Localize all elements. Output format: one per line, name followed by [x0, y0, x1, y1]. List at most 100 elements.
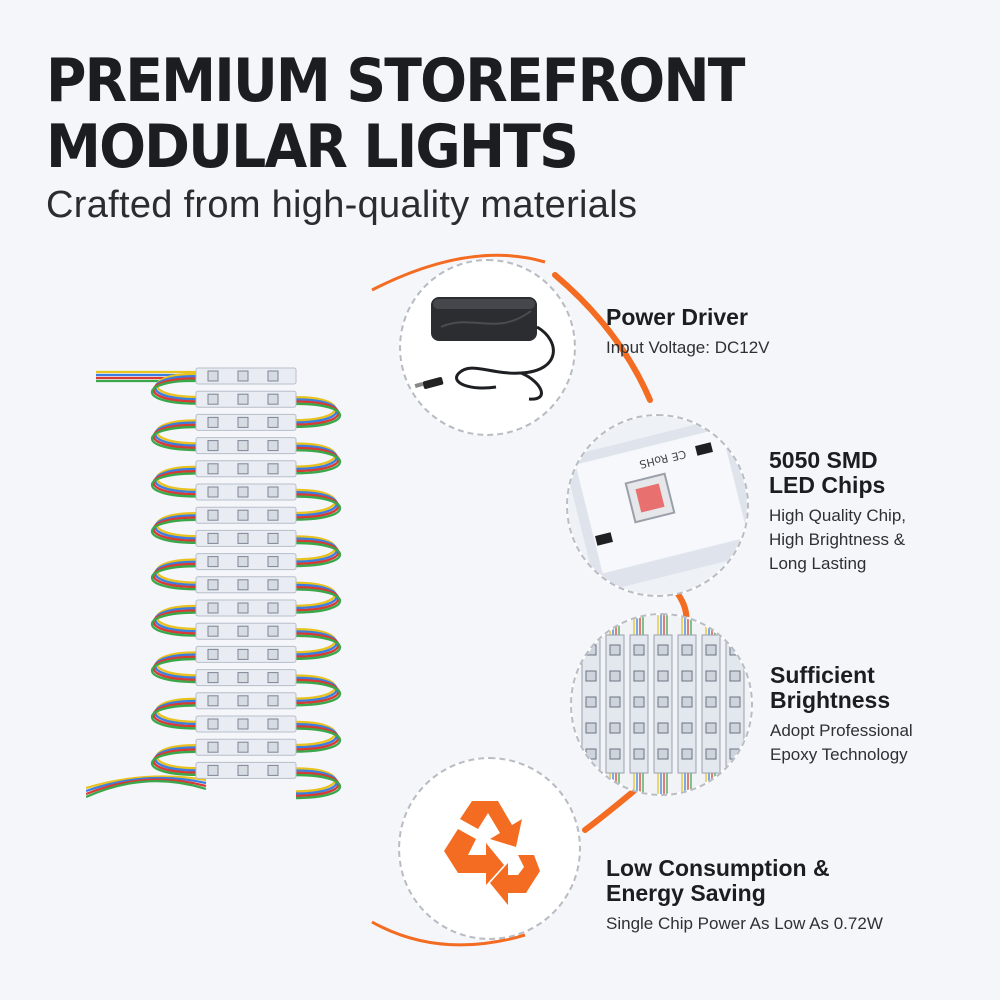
- page-subtitle: Crafted from high-quality materials: [46, 184, 638, 226]
- lead-wire: [86, 775, 207, 790]
- mini-led: [657, 748, 669, 760]
- led-chip: [237, 532, 249, 544]
- led-chips-desc-line-2: High Brightness &: [769, 530, 906, 549]
- power-driver-desc: Input Voltage: DC12V: [606, 338, 770, 357]
- mini-led: [729, 696, 741, 708]
- led-chip: [267, 602, 279, 614]
- led-chip: [207, 602, 219, 614]
- led-chips-desc-line-1: High Quality Chip,: [769, 506, 907, 525]
- mini-led: [609, 696, 621, 708]
- led-chip: [207, 648, 219, 660]
- loop-wire: [295, 588, 342, 614]
- led-chip: [207, 463, 219, 475]
- led-module-strip-image: [86, 367, 342, 800]
- mini-led: [705, 670, 717, 682]
- loop-wire: [295, 727, 342, 753]
- chip-ce-mark: CE: [670, 447, 687, 463]
- led-chip: [207, 695, 219, 707]
- arc-bottom: [371, 920, 526, 947]
- led-chip: [207, 370, 219, 382]
- mini-led: [705, 722, 717, 734]
- mini-led: [633, 644, 645, 656]
- mini-led: [633, 748, 645, 760]
- led-chip: [267, 440, 279, 452]
- mini-led: [681, 670, 693, 682]
- led-chip: [207, 509, 219, 521]
- mini-led: [657, 644, 669, 656]
- loop-wire: [150, 472, 197, 498]
- mini-led: [729, 722, 741, 734]
- title-line-1: PREMIUM STOREFRONT: [46, 46, 745, 116]
- led-modules-icon: [572, 615, 751, 794]
- loop-wire: [295, 681, 342, 707]
- led-chip: [207, 672, 219, 684]
- mini-led: [681, 748, 693, 760]
- led-chip: [237, 602, 249, 614]
- led-chip: [237, 741, 249, 753]
- mini-led: [633, 722, 645, 734]
- led-chips-title-line-2: LED Chips: [769, 472, 886, 498]
- led-chip: [237, 625, 249, 637]
- energy-desc: Single Chip Power As Low As 0.72W: [606, 914, 883, 933]
- led-chip: [207, 393, 219, 405]
- page-title: PREMIUM STOREFRONT MODULAR LIGHTS: [46, 46, 745, 182]
- loop-wire: [150, 704, 197, 730]
- power-driver-title: Power Driver: [606, 304, 748, 330]
- mini-led: [609, 722, 621, 734]
- led-chip: [267, 672, 279, 684]
- recycle-icon: [444, 801, 540, 905]
- led-chip: [207, 579, 219, 591]
- feature-brightness: Sufficient Brightness Adopt Professional…: [770, 663, 913, 767]
- led-chip: [267, 764, 279, 776]
- power-adapter-icon: [414, 297, 555, 401]
- lead-wire: [86, 778, 207, 796]
- loop-wire: [295, 402, 342, 428]
- mini-led: [585, 670, 597, 682]
- lead-wire: [86, 776, 207, 793]
- loop-wire: [150, 611, 197, 637]
- led-chip: [237, 648, 249, 660]
- led-chip: [267, 509, 279, 521]
- led-chip: [267, 532, 279, 544]
- feature-energy-saving: Low Consumption & Energy Saving Single C…: [606, 856, 883, 936]
- loop-wire: [150, 518, 197, 544]
- mini-led: [585, 748, 597, 760]
- led-chip-circle: RoHS CE: [566, 414, 749, 597]
- mini-led: [633, 696, 645, 708]
- led-chip: [207, 532, 219, 544]
- loop-wire: [295, 634, 342, 660]
- led-chip: [267, 370, 279, 382]
- loop-wire: [150, 657, 197, 684]
- led-chip: [267, 625, 279, 637]
- led-chip: [237, 579, 249, 591]
- led-chip: [237, 370, 249, 382]
- led-chip: [237, 718, 249, 730]
- mini-led: [585, 722, 597, 734]
- arc-low: [582, 787, 638, 833]
- led-chip-icon: RoHS CE: [568, 416, 747, 595]
- energy-title-line-2: Energy Saving: [606, 880, 766, 906]
- mini-led: [609, 748, 621, 760]
- led-chip: [207, 764, 219, 776]
- mini-led: [609, 670, 621, 682]
- mini-led: [705, 748, 717, 760]
- led-chips-title-line-1: 5050 SMD: [769, 447, 878, 473]
- mini-led: [705, 644, 717, 656]
- led-chip: [237, 764, 249, 776]
- led-chip: [237, 695, 249, 707]
- mini-led: [609, 644, 621, 656]
- energy-title-line-1: Low Consumption &: [606, 855, 830, 881]
- led-chip: [207, 486, 219, 498]
- loop-wire: [295, 495, 342, 521]
- led-chip: [237, 440, 249, 452]
- mini-led: [585, 696, 597, 708]
- led-chip: [237, 509, 249, 521]
- title-line-2: MODULAR LIGHTS: [46, 112, 579, 182]
- mini-led: [657, 696, 669, 708]
- arc-top: [371, 253, 546, 292]
- mini-led: [657, 722, 669, 734]
- mini-led: [681, 696, 693, 708]
- led-chip: [237, 556, 249, 568]
- led-chip: [267, 695, 279, 707]
- brightness-desc-line-2: Epoxy Technology: [770, 745, 908, 764]
